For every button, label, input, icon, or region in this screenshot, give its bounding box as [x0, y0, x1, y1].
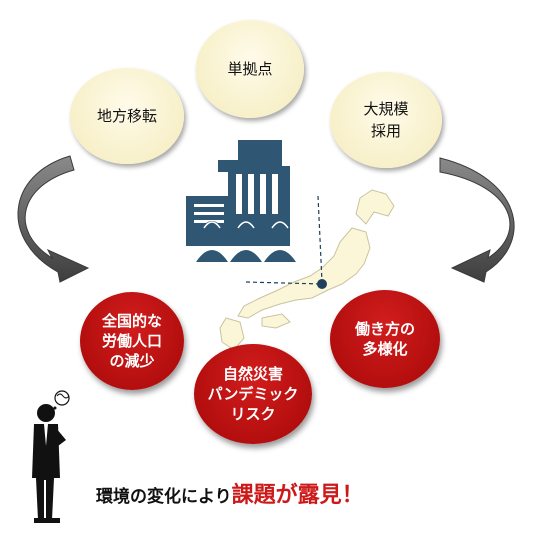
caption-highlight: 課題が露見！	[231, 483, 364, 508]
operator-center	[230, 221, 262, 262]
bubble-single-site: 単拠点	[196, 20, 304, 118]
issue-disaster-risk-line-2: パンデミック	[207, 385, 299, 403]
issue-disaster-risk: 自然災害 パンデミック リスク	[194, 344, 312, 444]
issue-work-diversity-line-2: 多様化	[362, 340, 408, 358]
left-curved-arrow	[17, 155, 90, 283]
issue-work-diversity: 働き方の 多様化	[330, 290, 440, 388]
operator-left	[196, 221, 228, 262]
bubble-relocation-line-1: 地方移転	[96, 107, 157, 125]
issue-labor-decline: 全国的な 労働人口 の減少	[80, 292, 184, 390]
issue-labor-decline-line-1: 全国的な	[101, 312, 162, 330]
bubble-large-hiring-line-2: 採用	[370, 122, 401, 140]
bubble-large-hiring-line-1: 大規模	[363, 100, 409, 118]
tokyo-marker	[245, 195, 327, 289]
issue-labor-decline-line-3: の減少	[109, 352, 155, 370]
issue-labor-decline-line-2: 労働人口	[101, 332, 162, 350]
right-curved-arrow	[439, 157, 515, 283]
issue-disaster-risk-line-3: リスク	[230, 405, 276, 423]
bubble-relocation: 地方移転	[70, 68, 184, 164]
worried-businessman-icon	[32, 390, 70, 523]
caption: 環境の変化により課題が露見！	[96, 477, 364, 509]
operator-right	[264, 221, 296, 262]
operators-icon	[196, 221, 296, 262]
bubble-single-site-line-1: 単拠点	[227, 60, 273, 78]
bubble-large-hiring: 大規模 採用	[330, 72, 442, 168]
issue-work-diversity-line-1: 働き方の	[354, 320, 415, 338]
caption-prefix: 環境の変化により	[96, 487, 232, 507]
issue-disaster-risk-line-1: 自然災害	[222, 365, 283, 383]
